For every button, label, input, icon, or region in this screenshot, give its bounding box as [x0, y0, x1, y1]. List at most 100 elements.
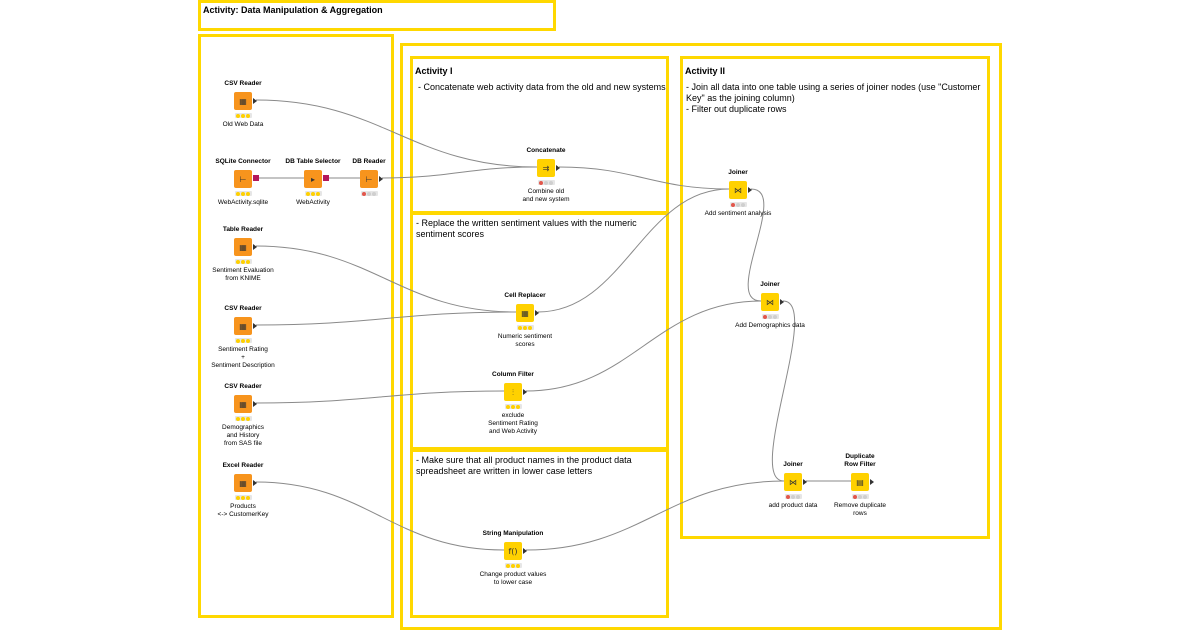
- node-icon[interactable]: ▦: [234, 238, 257, 256]
- node-label[interactable]: exclude Sentiment Rating and Web Activit…: [488, 412, 538, 435]
- connection-joiner1-joiner2[interactable]: [747, 188, 765, 302]
- node-icon[interactable]: ⫶: [504, 383, 527, 401]
- node-status-traffic-light: [516, 325, 534, 330]
- node-joiner3[interactable]: Joiner⋈add product data: [743, 461, 843, 510]
- node-label[interactable]: Products <-> CustomerKey: [217, 503, 269, 518]
- node-label[interactable]: WebActivity.sqlite: [217, 199, 269, 206]
- output-port-icon[interactable]: [379, 176, 383, 182]
- node-colfilter[interactable]: Column Filter ⫶ exclude Sentiment Rating a…: [463, 371, 563, 436]
- output-port-icon[interactable]: [748, 187, 752, 193]
- node-table[interactable]: Table Reader▦Sentiment Evaluation from K…: [193, 226, 293, 283]
- node-title: CSV Reader: [224, 383, 262, 390]
- connection-csv1-concat[interactable]: [255, 99, 538, 168]
- node-title: Concatenate: [526, 147, 566, 154]
- node-glyph-icon: ⋈: [734, 185, 742, 195]
- node-label[interactable]: Numeric sentiment scores: [497, 333, 553, 348]
- output-port-icon[interactable]: [253, 98, 257, 104]
- node-icon[interactable]: ⇉: [537, 159, 560, 177]
- node-icon[interactable]: ⊢: [234, 170, 259, 188]
- output-port-icon[interactable]: [253, 401, 257, 407]
- node-glyph-icon: ⫶: [512, 387, 514, 397]
- node-label[interactable]: Remove duplicate rows: [833, 502, 887, 517]
- connection-excel-strman[interactable]: [255, 481, 505, 551]
- output-port-icon[interactable]: [870, 479, 874, 485]
- node-icon[interactable]: f(): [504, 542, 527, 560]
- connection-csv3-colfilter[interactable]: [255, 390, 505, 404]
- node-csv3[interactable]: CSV Reader ▦ Demographics and History from…: [193, 383, 293, 448]
- node-label[interactable]: Old Web Data: [222, 121, 264, 128]
- node-sqlite[interactable]: SQLite Connector ⊢ WebActivity.sqlite: [193, 158, 293, 207]
- output-port-icon[interactable]: [523, 548, 527, 554]
- node-label[interactable]: WebActivity: [296, 199, 330, 206]
- sources-box: [198, 34, 394, 618]
- output-port-icon[interactable]: [556, 165, 560, 171]
- connection-table-cellrep[interactable]: [255, 245, 517, 313]
- node-icon[interactable]: ▦: [516, 304, 539, 322]
- node-title: Joiner: [728, 169, 748, 176]
- node-icon[interactable]: ⊢: [360, 170, 383, 188]
- node-status-traffic-light: [304, 191, 322, 196]
- node-csv2[interactable]: CSV Reader▦Sentiment Rating + Sentiment …: [193, 305, 293, 370]
- node-label[interactable]: Add sentiment analysis: [704, 210, 772, 217]
- node-glyph-icon: ▦: [239, 321, 247, 331]
- node-joiner2[interactable]: Joiner⋈Add Demographics data: [720, 281, 820, 330]
- node-excel[interactable]: Excel Reader ▦ Products <-> CustomerKey: [193, 462, 293, 519]
- node-dupfilter[interactable]: Duplicate Row Filter▤Remove duplicate ro…: [810, 453, 910, 518]
- connection-colfilter-joiner2[interactable]: [525, 300, 762, 392]
- node-status-traffic-light: [234, 416, 252, 421]
- node-status-traffic-light: [504, 404, 522, 409]
- node-icon[interactable]: ⋈: [761, 293, 784, 311]
- output-port-icon[interactable]: [323, 175, 329, 181]
- node-cellrep[interactable]: Cell Replacer▦Numeric sentiment scores: [475, 292, 575, 349]
- output-port-icon[interactable]: [803, 479, 807, 485]
- node-icon[interactable]: ▤: [851, 473, 874, 491]
- output-port-icon[interactable]: [253, 175, 259, 181]
- node-icon[interactable]: ▦: [234, 474, 257, 492]
- node-status-traffic-light: [234, 495, 252, 500]
- output-port-icon[interactable]: [780, 299, 784, 305]
- node-label[interactable]: Combine old and new system: [522, 188, 570, 203]
- node-dbread[interactable]: DB Reader⊢: [319, 158, 419, 196]
- node-status-traffic-light: [234, 191, 252, 196]
- node-label[interactable]: Sentiment Rating + Sentiment Description: [211, 346, 275, 369]
- node-glyph-icon: ⋈: [789, 477, 797, 487]
- output-port-icon[interactable]: [523, 389, 527, 395]
- node-glyph-icon: ⋈: [766, 297, 774, 307]
- output-port-icon[interactable]: [535, 310, 539, 316]
- node-icon[interactable]: ▦: [234, 92, 257, 110]
- connection-dbread-concat[interactable]: [381, 166, 538, 179]
- activity-2-title: Activity II: [685, 66, 726, 76]
- node-label[interactable]: add product data: [768, 502, 818, 509]
- node-icon[interactable]: ⋈: [784, 473, 807, 491]
- node-joiner1[interactable]: Joiner ⋈ Add sentiment analysis: [688, 169, 788, 218]
- node-icon[interactable]: ⋈: [729, 181, 752, 199]
- node-icon[interactable]: ▦: [234, 395, 257, 413]
- node-title: Excel Reader: [222, 462, 264, 469]
- node-title: SQLite Connector: [215, 158, 271, 165]
- connection-cellrep-joiner1[interactable]: [537, 188, 730, 313]
- node-concat[interactable]: Concatenate ⇉ Combine old and new system: [496, 147, 596, 204]
- output-port-icon[interactable]: [253, 480, 257, 486]
- connection-strman-joiner3[interactable]: [525, 480, 785, 551]
- node-status-traffic-light: [851, 494, 869, 499]
- node-glyph-icon: ▦: [239, 96, 247, 106]
- output-port-icon[interactable]: [253, 323, 257, 329]
- node-icon[interactable]: ▦: [234, 317, 257, 335]
- node-status-traffic-light: [360, 191, 378, 196]
- node-icon[interactable]: ▸: [304, 170, 329, 188]
- node-label[interactable]: Change product values to lower case: [479, 571, 547, 586]
- node-title: DB Table Selector: [285, 158, 341, 165]
- connection-joiner2-joiner3[interactable]: [771, 300, 796, 482]
- connection-csv2-cellrep[interactable]: [255, 311, 517, 326]
- node-label[interactable]: Sentiment Evaluation from KNIME: [212, 267, 274, 282]
- node-label[interactable]: Demographics and History from SAS file: [222, 424, 264, 447]
- node-dbsel[interactable]: DB Table Selector ▸ WebActivity: [263, 158, 363, 207]
- node-title: Column Filter: [492, 371, 534, 378]
- output-port-icon[interactable]: [253, 244, 257, 250]
- node-csv1[interactable]: CSV Reader▦Old Web Data: [193, 80, 293, 129]
- node-label[interactable]: Add Demographics data: [735, 322, 805, 329]
- activity-main-box: Activity: Data Manipulation & Aggregatio…: [198, 0, 556, 31]
- connection-concat-joiner1[interactable]: [558, 166, 730, 190]
